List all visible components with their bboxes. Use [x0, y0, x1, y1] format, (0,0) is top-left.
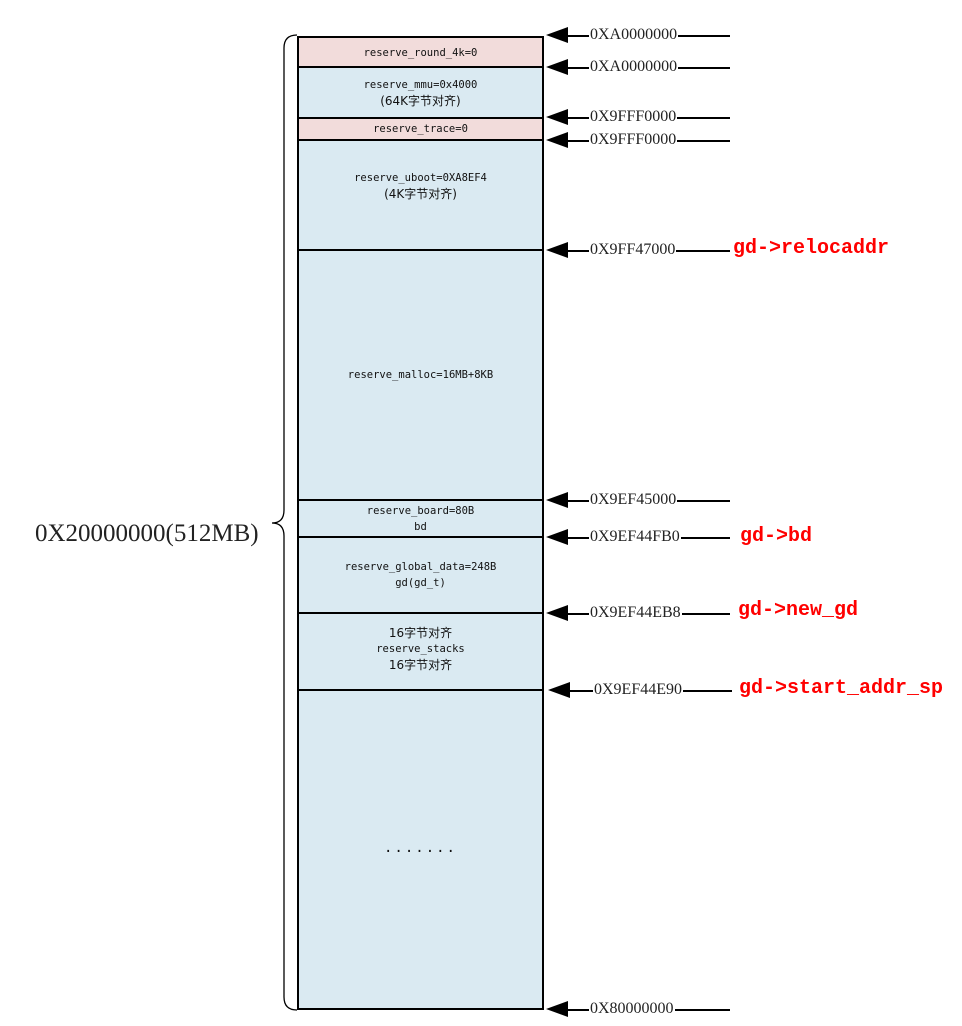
address-label: 0X9EF44EB8 [589, 604, 682, 622]
arrow-left-icon [546, 242, 568, 258]
size-brace-icon [271, 34, 298, 1011]
address-label: 0X9FF47000 [589, 241, 677, 259]
region-reserve-global-data: reserve_global_data=248B gd(gd_t) [297, 537, 544, 613]
separator-line [297, 1008, 544, 1010]
arrow-left-icon [546, 109, 568, 125]
pointer-label-start-addr-sp: gd->start_addr_sp [739, 677, 944, 700]
address-label: 0X9EF44E90 [593, 681, 683, 699]
region-label: reserve_stacks [376, 643, 465, 655]
pointer-label-new-gd: gd->new_gd [738, 599, 859, 622]
region-reserve-uboot: reserve_uboot=0XA8EF4 (4K字节对齐) [297, 140, 544, 250]
separator-line [297, 139, 544, 141]
total-size-label: 0X20000000(512MB) [35, 520, 259, 547]
address-label: 0X9FFF0000 [589, 108, 678, 126]
region-label: reserve_malloc=16MB+8KB [347, 369, 494, 381]
region-note: (4K字节对齐) [384, 187, 457, 201]
address-label: 0X9EF44FB0 [589, 528, 681, 546]
region-note: gd(gd_t) [395, 577, 446, 589]
region-note: 16字节对齐 [388, 658, 453, 672]
region-label: reserve_global_data=248B [344, 561, 497, 573]
address-label: 0XA0000000 [589, 26, 679, 44]
separator-line [297, 536, 544, 538]
ellipsis: ....... [383, 840, 457, 856]
arrow-left-icon [546, 529, 568, 545]
separator-line [297, 66, 544, 68]
region-reserve-round-4k: reserve_round_4k=0 [297, 36, 544, 67]
region-note: bd [414, 520, 427, 533]
separator-line [297, 499, 544, 501]
region-note: 16字节对齐 [388, 626, 453, 640]
region-label: reserve_mmu=0x4000 [363, 78, 478, 91]
region-reserve-stacks: 16字节对齐 reserve_stacks 16字节对齐 [297, 613, 544, 690]
arrow-left-icon [546, 27, 568, 43]
arrow-left-icon [548, 682, 570, 698]
region-reserve-mmu: reserve_mmu=0x4000 (64K字节对齐) [297, 67, 544, 118]
address-label: 0X9FFF0000 [589, 131, 678, 149]
arrow-left-icon [546, 492, 568, 508]
separator-line [297, 117, 544, 119]
address-label: 0X80000000 [589, 1000, 675, 1018]
arrow-left-icon [546, 1001, 568, 1017]
region-label: reserve_board=80B [366, 504, 475, 517]
region-label: reserve_round_4k=0 [363, 46, 478, 59]
arrow-left-icon [546, 132, 568, 148]
pointer-label-bd: gd->bd [740, 525, 813, 548]
arrow-left-icon [546, 59, 568, 75]
address-label: 0XA0000000 [589, 58, 679, 76]
pointer-label-relocaddr: gd->relocaddr [733, 237, 890, 260]
region-remaining: ....... [297, 690, 544, 1010]
region-label: reserve_uboot=0XA8EF4 [354, 172, 487, 184]
separator-line [297, 689, 544, 691]
address-label: 0X9EF45000 [589, 491, 678, 509]
region-label: reserve_trace=0 [373, 123, 468, 135]
region-reserve-malloc: reserve_malloc=16MB+8KB [297, 250, 544, 500]
region-reserve-trace: reserve_trace=0 [297, 118, 544, 140]
region-note: (64K字节对齐) [380, 93, 461, 108]
separator-line [297, 612, 544, 614]
region-reserve-board: reserve_board=80B bd [297, 500, 544, 537]
separator-line [297, 249, 544, 251]
arrow-left-icon [546, 605, 568, 621]
